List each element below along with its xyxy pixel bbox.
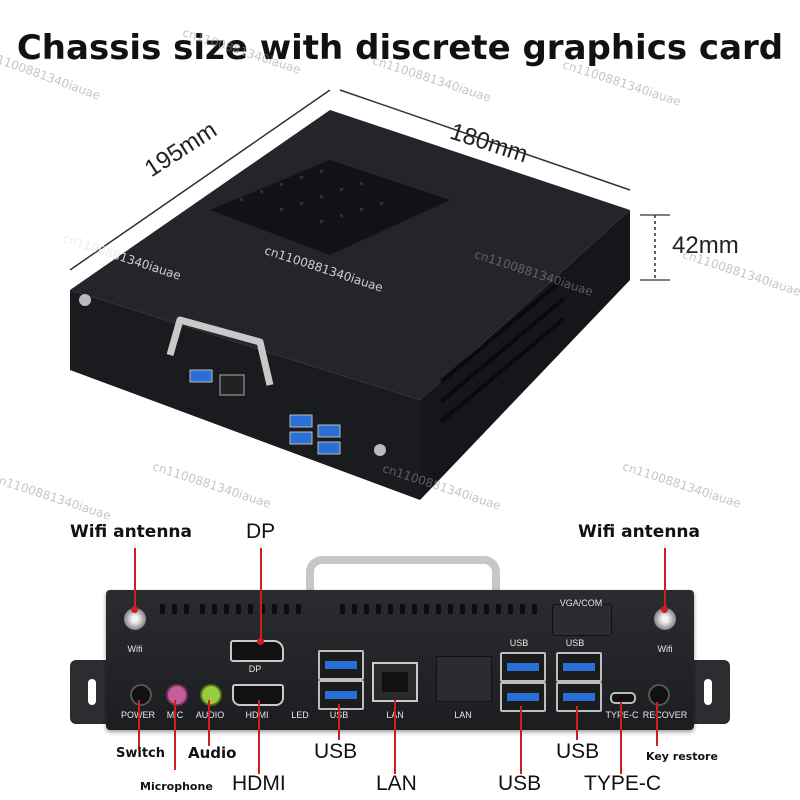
chassis-side-vents bbox=[439, 277, 566, 424]
panel-label-wifi-left: Wifi bbox=[127, 644, 143, 654]
front-usb-port bbox=[189, 369, 213, 383]
callout-usb-a: USB bbox=[314, 740, 358, 763]
lan-port bbox=[372, 662, 418, 702]
panel-label-usb-top-1: USB bbox=[509, 638, 529, 648]
callout-wifi-antenna-right: Wifi antenna bbox=[578, 522, 701, 542]
panel-label-led: LED bbox=[291, 710, 309, 720]
panel-label-audio: AUDIO bbox=[190, 710, 230, 720]
usb-port bbox=[556, 652, 602, 682]
panel-label-recover: RECOVER bbox=[642, 710, 688, 720]
chassis-handle bbox=[166, 316, 274, 386]
front-antenna bbox=[79, 294, 91, 306]
chassis-render bbox=[69, 89, 670, 500]
front-lan-port bbox=[219, 374, 245, 396]
callout-line-wifi-right bbox=[664, 548, 666, 610]
audio-jack bbox=[200, 684, 222, 706]
callout-line-dp bbox=[260, 548, 262, 642]
callout-audio: Audio bbox=[188, 744, 237, 762]
panel-label-dp: DP bbox=[248, 664, 262, 674]
callout-line-usb-a bbox=[338, 704, 340, 740]
panel-label-lan2: LAN bbox=[454, 710, 472, 720]
callout-usb-b: USB bbox=[498, 772, 542, 795]
usb-port bbox=[500, 682, 546, 712]
page-title: Chassis size with discrete graphics card bbox=[16, 28, 784, 68]
recover-button[interactable] bbox=[648, 684, 670, 706]
panel-label-hdmi: HDMI bbox=[245, 710, 269, 720]
callout-line-usb-b bbox=[520, 706, 522, 774]
callout-line-hdmi bbox=[258, 700, 260, 774]
mic-jack bbox=[166, 684, 188, 706]
usb-port bbox=[556, 682, 602, 712]
callout-line-type-c bbox=[620, 702, 622, 774]
panel-label-type-c: TYPE-C bbox=[600, 710, 644, 720]
front-usb-port bbox=[289, 414, 313, 428]
dimension-line-depth bbox=[69, 89, 331, 271]
front-usb-port bbox=[317, 441, 341, 455]
power-button[interactable] bbox=[130, 684, 152, 706]
callout-dp: DP bbox=[246, 520, 276, 543]
chassis-top-vent-dots bbox=[240, 170, 383, 223]
usb-port bbox=[318, 680, 364, 710]
callout-wifi-antenna-left: Wifi antenna bbox=[70, 522, 193, 542]
callout-line-usb-c bbox=[576, 706, 578, 740]
chassis-right-face bbox=[420, 210, 630, 500]
callout-lan: LAN bbox=[376, 772, 417, 795]
callout-hdmi: HDMI bbox=[232, 772, 286, 795]
wifi-antenna-left bbox=[124, 608, 146, 630]
callout-microphone: Microphone bbox=[140, 780, 213, 793]
front-usb-port bbox=[317, 424, 341, 438]
dimension-height-label: 42mm bbox=[672, 232, 739, 259]
chassis-top-vent bbox=[210, 160, 450, 255]
callout-line-lan bbox=[394, 700, 396, 774]
type-c-port bbox=[610, 692, 636, 704]
callout-usb-c: USB bbox=[556, 740, 600, 763]
panel-label-usb-top-2: USB bbox=[565, 638, 585, 648]
callout-line-mic bbox=[174, 700, 176, 770]
callout-line-wifi-left bbox=[134, 548, 136, 610]
front-antenna bbox=[374, 444, 386, 456]
panel-label-wifi-right: Wifi bbox=[657, 644, 673, 654]
dimension-line-width bbox=[339, 89, 631, 191]
callout-switch: Switch bbox=[116, 746, 166, 761]
usb-port bbox=[318, 650, 364, 680]
panel-label-vga-com: VGA/COM bbox=[559, 598, 603, 608]
callout-type-c: TYPE-C bbox=[584, 772, 662, 795]
front-usb-port bbox=[289, 431, 313, 445]
usb-port bbox=[500, 652, 546, 682]
lan2-blank bbox=[436, 656, 492, 702]
callout-line-switch bbox=[138, 700, 140, 750]
callout-key-restore: Key restore bbox=[646, 750, 718, 763]
wifi-antenna-right bbox=[654, 608, 676, 630]
callout-line-audio bbox=[208, 700, 210, 746]
panel-label-power: POWER bbox=[116, 710, 160, 720]
callout-line-key-restore bbox=[656, 702, 658, 746]
vga-com-blank bbox=[552, 604, 612, 636]
